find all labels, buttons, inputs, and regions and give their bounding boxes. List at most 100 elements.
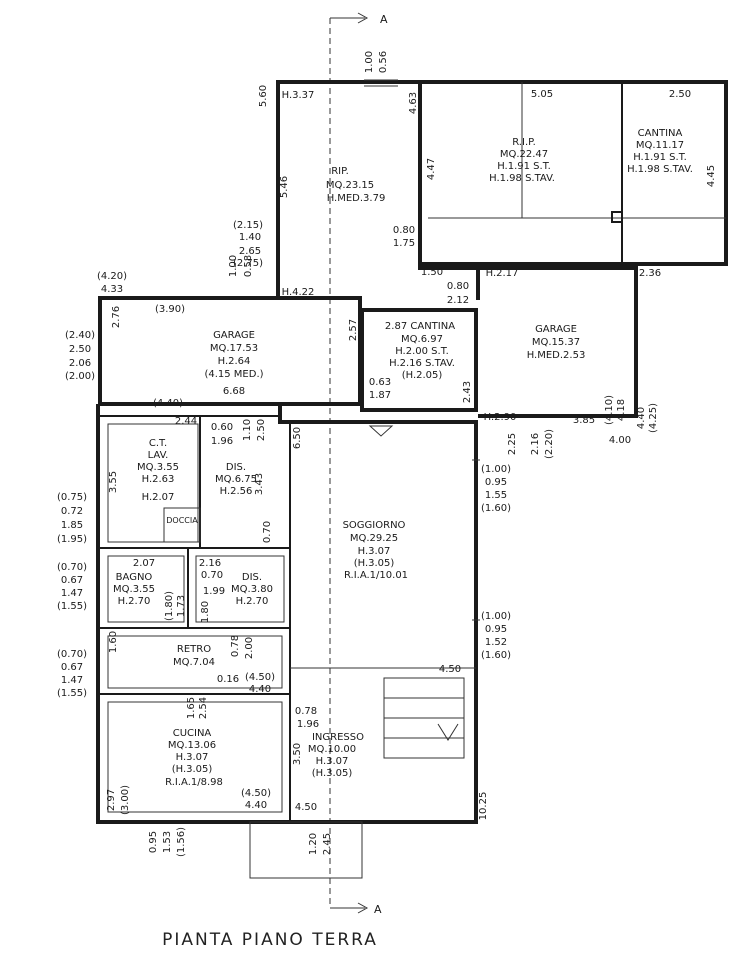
svg-text:0.60: 0.60 (211, 422, 233, 433)
svg-text:2.12: 2.12 (447, 295, 469, 306)
svg-text:6.68: 6.68 (223, 386, 245, 397)
svg-text:1.73: 1.73 (176, 595, 187, 617)
svg-text:H.3.07: H.3.07 (358, 546, 391, 557)
svg-text:5.46: 5.46 (279, 176, 290, 198)
svg-text:MQ.11.17: MQ.11.17 (636, 140, 684, 151)
svg-text:RIP.: RIP. (331, 166, 349, 177)
svg-text:H.2.63: H.2.63 (142, 474, 175, 485)
svg-text:2.76: 2.76 (111, 306, 122, 328)
svg-text:H.2.90: H.2.90 (484, 412, 517, 423)
svg-text:(1.55): (1.55) (57, 601, 87, 612)
svg-text:5.60: 5.60 (258, 85, 269, 107)
room-cantina-top: CANTINA MQ.11.17 H.1.91 S.T. H.1.98 S.TA… (627, 128, 693, 175)
svg-text:MQ.15.37: MQ.15.37 (532, 337, 580, 348)
svg-text:4.40: 4.40 (636, 407, 647, 429)
svg-text:1.40: 1.40 (239, 232, 261, 243)
svg-text:(4.40): (4.40) (153, 398, 183, 409)
svg-text:4.00: 4.00 (609, 435, 631, 446)
svg-text:1.55: 1.55 (485, 490, 507, 501)
svg-text:(0.75): (0.75) (57, 492, 87, 503)
svg-text:H.1.98 S.TAV.: H.1.98 S.TAV. (627, 164, 693, 175)
svg-text:6.50: 6.50 (292, 427, 303, 449)
svg-text:(H.2.05): (H.2.05) (402, 370, 443, 381)
svg-text:2.50: 2.50 (69, 344, 91, 355)
svg-text:LAV.: LAV. (148, 450, 169, 461)
svg-text:MQ.6.75: MQ.6.75 (215, 474, 257, 485)
svg-text:2.57: 2.57 (348, 319, 359, 341)
svg-text:MQ.23.15: MQ.23.15 (326, 180, 374, 191)
svg-text:H.3.07: H.3.07 (176, 752, 209, 763)
room-garage-left: GARAGE MQ.17.53 H.2.64 (4.15 MED.) (204, 330, 263, 380)
svg-text:INGRESSO: INGRESSO (312, 732, 364, 743)
svg-text:(1.00): (1.00) (481, 611, 511, 622)
svg-text:0.78: 0.78 (230, 635, 241, 657)
svg-text:H.2.17: H.2.17 (486, 268, 519, 279)
svg-text:(4.50): (4.50) (241, 788, 271, 799)
svg-text:1.50: 1.50 (421, 267, 443, 278)
svg-text:0.78: 0.78 (295, 706, 317, 717)
svg-text:1.52: 1.52 (485, 637, 507, 648)
room-soggiorno: SOGGIORNO MQ.29.25 H.3.07 (H.3.05) R.I.A… (343, 520, 408, 581)
svg-text:H.3.37: H.3.37 (282, 90, 315, 101)
svg-text:2.16: 2.16 (199, 558, 221, 569)
svg-text:MQ.22.47: MQ.22.47 (500, 149, 548, 160)
svg-text:H.2.07: H.2.07 (142, 492, 175, 503)
svg-text:H.2.70: H.2.70 (236, 596, 269, 607)
svg-text:0.95: 0.95 (148, 831, 159, 853)
svg-text:MQ.3.80: MQ.3.80 (231, 584, 273, 595)
svg-text:4.50: 4.50 (295, 802, 317, 813)
svg-text:R.I.A.1/10.01: R.I.A.1/10.01 (344, 570, 408, 581)
svg-text:MQ.13.06: MQ.13.06 (168, 740, 216, 751)
svg-text:H.2.00 S.T.: H.2.00 S.T. (395, 346, 449, 357)
svg-text:(2.40): (2.40) (65, 330, 95, 341)
svg-text:1.65: 1.65 (186, 697, 197, 719)
svg-text:H.1.98 S.TAV.: H.1.98 S.TAV. (489, 173, 555, 184)
svg-text:1.47: 1.47 (61, 588, 83, 599)
svg-text:MQ.3.55: MQ.3.55 (137, 462, 179, 473)
svg-text:(3.00): (3.00) (120, 785, 131, 815)
svg-text:(2.75): (2.75) (233, 258, 263, 269)
svg-text:0.16: 0.16 (217, 674, 239, 685)
svg-text:2.50: 2.50 (669, 89, 691, 100)
svg-text:2.97: 2.97 (106, 789, 117, 811)
svg-text:4.47: 4.47 (426, 158, 437, 180)
svg-text:4.40: 4.40 (249, 684, 271, 695)
svg-text:(1.00): (1.00) (481, 464, 511, 475)
svg-text:CUCINA: CUCINA (173, 728, 212, 739)
room-retro: RETRO MQ.7.04 (173, 644, 215, 668)
room-cantina-mid: 2.87 CANTINA MQ.6.97 H.2.00 S.T. H.2.16 … (385, 321, 455, 381)
svg-text:0.67: 0.67 (61, 662, 83, 673)
svg-text:(2.15): (2.15) (233, 220, 263, 231)
section-marker-bottom: A (374, 903, 382, 916)
svg-text:(4.20): (4.20) (97, 271, 127, 282)
svg-text:(1.60): (1.60) (481, 503, 511, 514)
svg-text:MQ.29.25: MQ.29.25 (350, 533, 398, 544)
svg-text:1.53: 1.53 (162, 831, 173, 853)
svg-text:R.I.P.: R.I.P. (512, 137, 536, 148)
svg-text:H.2.16 S.TAV.: H.2.16 S.TAV. (389, 358, 455, 369)
svg-text:(2.00): (2.00) (65, 371, 95, 382)
svg-text:2.00: 2.00 (244, 637, 255, 659)
room-rip-top: RIP. MQ.23.15 H.MED.3.79 (326, 166, 385, 204)
section-marker-top: A (380, 13, 388, 26)
svg-text:H.3.07: H.3.07 (316, 756, 349, 767)
room-dis-bottom: DIS. MQ.3.80 H.2.70 (231, 572, 273, 607)
svg-text:1.96: 1.96 (297, 719, 319, 730)
svg-text:4.45: 4.45 (706, 165, 717, 187)
svg-text:2.43: 2.43 (462, 381, 473, 403)
svg-text:5.05: 5.05 (531, 89, 553, 100)
svg-text:2.65: 2.65 (239, 246, 261, 257)
room-bagno: BAGNO MQ.3.55 H.2.70 (113, 572, 155, 607)
svg-text:2.16: 2.16 (530, 433, 541, 455)
svg-text:MQ.17.53: MQ.17.53 (210, 343, 258, 354)
dimension-labels: H.3.37 5.60 1.00 0.56 4.63 5.05 2.50 5.4… (57, 51, 717, 857)
svg-text:1.20: 1.20 (308, 833, 319, 855)
svg-text:1.99: 1.99 (203, 586, 225, 597)
svg-text:MQ.3.55: MQ.3.55 (113, 584, 155, 595)
walls (96, 79, 728, 879)
svg-text:(1.56): (1.56) (176, 827, 187, 857)
svg-text:H.2.70: H.2.70 (118, 596, 151, 607)
svg-text:(4.25): (4.25) (648, 403, 659, 433)
svg-text:0.70: 0.70 (262, 521, 273, 543)
